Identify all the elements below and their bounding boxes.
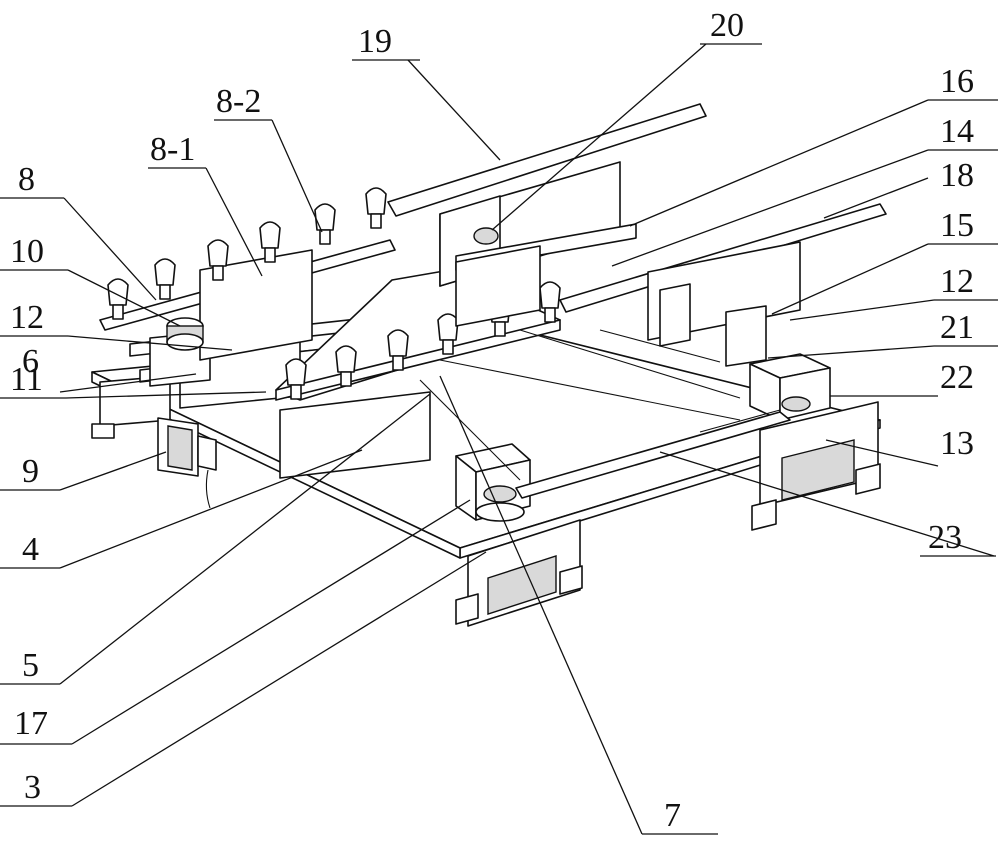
- leader-12-left: [67, 335, 233, 351]
- leader-10: [67, 269, 181, 327]
- frame-lines: [419, 329, 741, 481]
- label-3: 3: [24, 769, 41, 806]
- label-6: 6: [22, 343, 39, 380]
- leader-11: [65, 391, 267, 399]
- label-5: 5: [22, 647, 39, 684]
- leader-8-1: [205, 167, 263, 277]
- leader-18: [823, 177, 929, 219]
- leader-15: [771, 243, 929, 315]
- label-13: 13: [940, 425, 974, 462]
- leader-5: [59, 393, 431, 685]
- pulley-10: [166, 317, 204, 351]
- label-18: 18: [940, 157, 974, 194]
- leader-8: [63, 197, 157, 301]
- leader-9: [59, 451, 167, 491]
- leader-13: [825, 439, 939, 467]
- right-block: [647, 241, 801, 367]
- label-7: 7: [664, 797, 681, 834]
- leader-3: [71, 551, 487, 807]
- leader-14: [611, 149, 929, 267]
- center-cones: [285, 281, 561, 400]
- front-gearbox: [455, 443, 531, 522]
- leader-8-2: [271, 119, 323, 233]
- label-20: 20: [710, 7, 744, 44]
- leader-23: [659, 451, 995, 557]
- left-cones: [107, 187, 387, 320]
- label-22: 22: [940, 359, 974, 396]
- leader-17: [71, 499, 471, 745]
- label-19: 19: [358, 23, 392, 60]
- label-11: 11: [10, 361, 43, 398]
- foot-front: [455, 519, 583, 627]
- label-12-right: 12: [940, 263, 974, 300]
- leader-6: [59, 373, 197, 393]
- foot-left: [91, 375, 171, 439]
- right-gearbox-21: [749, 353, 831, 421]
- label-16: 16: [940, 63, 974, 100]
- label-15: 15: [940, 207, 974, 244]
- label-9: 9: [22, 453, 39, 490]
- motor: [157, 417, 217, 509]
- foot-right: [751, 401, 881, 531]
- belt-23: [515, 409, 791, 499]
- label-21: 21: [940, 309, 974, 346]
- label-23: 23: [928, 519, 962, 556]
- rear-block-16: [439, 161, 637, 327]
- label-8-1: 8-1: [150, 131, 195, 168]
- leader-7: [439, 375, 643, 835]
- leader-20: [491, 43, 707, 231]
- leader-12-right: [789, 299, 935, 321]
- left-cone-plate: [99, 239, 396, 361]
- label-8-2: 8-2: [216, 83, 261, 120]
- leader-4: [59, 449, 363, 569]
- label-10: 10: [10, 233, 44, 270]
- rear-bar-19: [387, 103, 707, 217]
- leader-21: [767, 345, 935, 359]
- label-14: 14: [940, 113, 974, 150]
- leader-19: [407, 59, 501, 161]
- label-12-left: 12: [10, 299, 44, 336]
- label-8: 8: [18, 161, 35, 198]
- leader-16: [629, 99, 929, 227]
- label-17: 17: [14, 705, 48, 742]
- label-4: 4: [22, 531, 39, 568]
